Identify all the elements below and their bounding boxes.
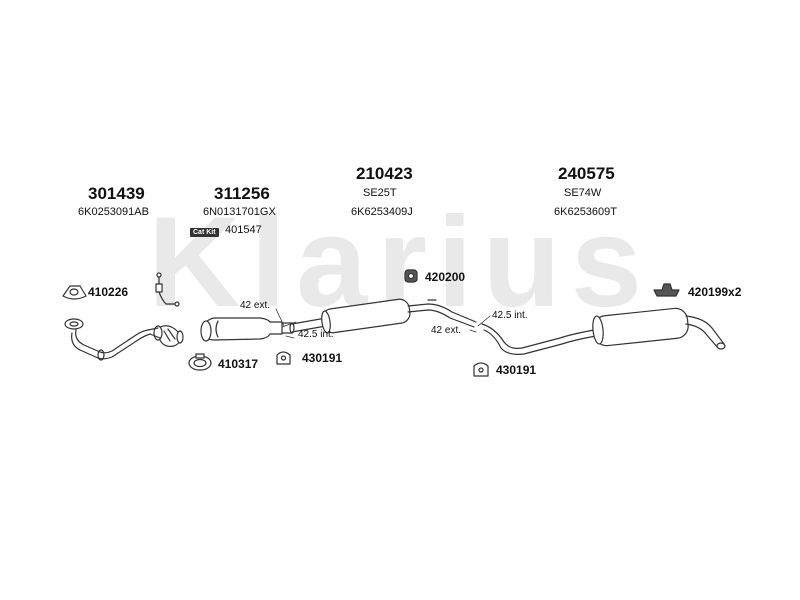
hanger-icon bbox=[653, 283, 680, 297]
part-number-210423: 210423 bbox=[356, 164, 413, 183]
part-code-311256: 6N0131701GX bbox=[203, 206, 276, 218]
dimension-int-2: 42.5 int. bbox=[492, 310, 528, 321]
clamp-icon-1 bbox=[276, 351, 291, 365]
rubber-mount-icon bbox=[404, 269, 418, 283]
clamp-icon-2 bbox=[473, 362, 489, 377]
part-number-311256: 311256 bbox=[214, 184, 270, 203]
fitting-430191-b: 430191 bbox=[496, 363, 537, 377]
front-pipe-301439 bbox=[64, 318, 184, 361]
part-code-240575: 6K6253609T bbox=[554, 206, 617, 218]
part-type-210423: SE25T bbox=[363, 187, 397, 199]
part-type-240575: SE74W bbox=[564, 187, 602, 199]
part-number-240575: 240575 bbox=[558, 164, 615, 183]
fitting-410317: 410317 bbox=[218, 357, 259, 371]
fitting-420200: 420200 bbox=[425, 270, 466, 284]
fitting-410226: 410226 bbox=[88, 285, 129, 299]
dimension-leaders bbox=[275, 308, 491, 339]
part-number-301439: 301439 bbox=[88, 184, 145, 203]
catalytic-converter-311256 bbox=[200, 317, 295, 342]
centre-silencer-210423 bbox=[291, 298, 477, 334]
fitting-430191-a: 430191 bbox=[302, 351, 343, 365]
dimension-ext-1: 42 ext. bbox=[240, 300, 271, 311]
cat-kit-number: 401547 bbox=[225, 224, 262, 236]
part-code-301439: 6K0253091AB bbox=[78, 206, 149, 218]
rear-silencer-240575 bbox=[481, 307, 726, 355]
fitting-420199: 420199x2 bbox=[688, 285, 742, 299]
cat-kit-badge: Cat Kit bbox=[190, 228, 219, 237]
part-code-210423: 6K6253409J bbox=[351, 206, 413, 218]
lambda-sensor bbox=[155, 272, 180, 307]
clamp-ring-icon bbox=[188, 353, 212, 371]
dimension-int-1: 42.5 int. bbox=[298, 329, 334, 340]
gasket-icon bbox=[62, 285, 87, 300]
dimension-ext-2: 42 ext. bbox=[431, 325, 462, 336]
